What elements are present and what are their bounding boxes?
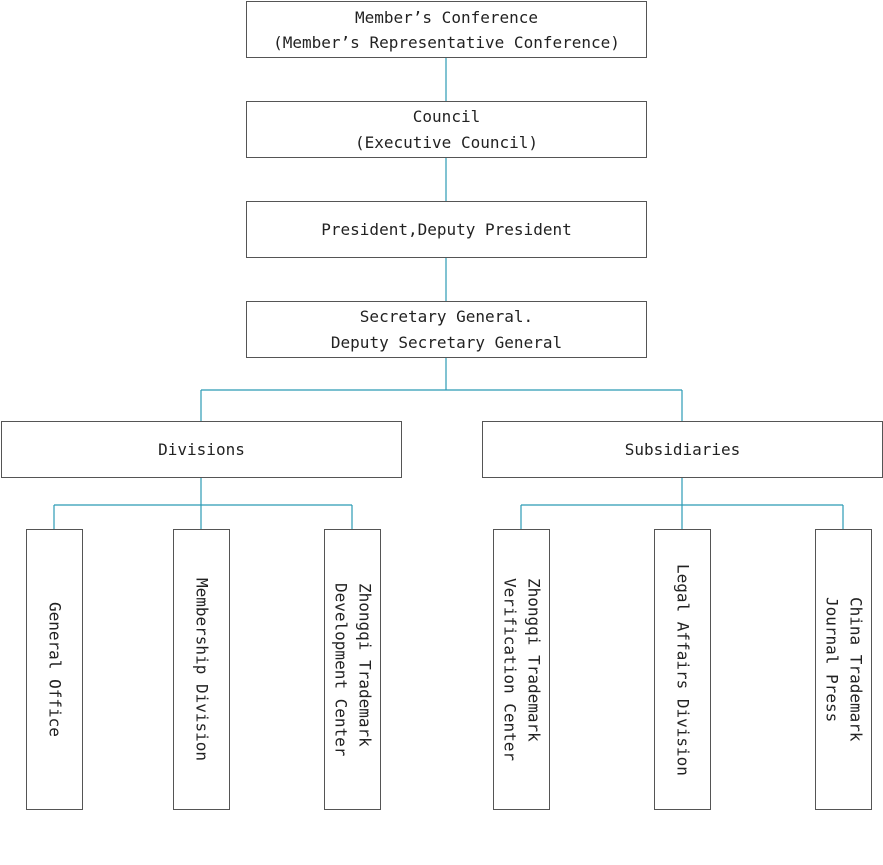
secretary-general-box: Secretary General. Deputy Secretary Gene… (246, 301, 647, 358)
president-box: President,Deputy President (246, 201, 647, 258)
unit-journal-press-line-1: China Trademark (846, 597, 866, 742)
unit-general-office-line-1: General Office (45, 602, 65, 737)
unit-general-office-text: General Office (43, 602, 67, 737)
subsidiaries-label: Subsidiaries (624, 439, 741, 459)
unit-verification-center-line-2: Verification Center (500, 577, 520, 762)
unit-membership-division: Membership Division (173, 529, 230, 810)
unit-general-office: General Office (26, 529, 83, 810)
unit-membership-division-text: Membership Division (190, 578, 214, 761)
council-title: Council (412, 106, 481, 126)
unit-development-center-line-2: Development Center (331, 582, 351, 757)
president-title: President,Deputy President (321, 219, 572, 239)
unit-development-center-text: Zhongqi Trademark Development Center (329, 583, 377, 756)
unit-development-center-line-1: Zhongqi Trademark (355, 582, 375, 747)
secretary-general-title: Secretary General. (359, 306, 534, 326)
divisions-label: Divisions (158, 439, 245, 459)
unit-development-center: Zhongqi Trademark Development Center (324, 529, 381, 810)
members-conference-box: Member’s Conference (Member’s Representa… (246, 1, 647, 58)
council-subtitle: (Executive Council) (354, 132, 539, 152)
secretary-general-subtitle: Deputy Secretary General (330, 332, 563, 352)
members-conference-subtitle: (Member’s Representative Conference) (273, 32, 620, 52)
divisions-box: Divisions (1, 421, 402, 478)
members-conference-title: Member’s Conference (354, 7, 539, 27)
unit-verification-center-text: Zhongqi Trademark Verification Center (498, 578, 546, 761)
unit-journal-press-text: China Trademark Journal Press (820, 597, 868, 742)
council-box: Council (Executive Council) (246, 101, 647, 158)
unit-verification-center-line-1: Zhongqi Trademark (524, 577, 544, 742)
unit-legal-affairs-division-text: Legal Affairs Division (671, 564, 695, 776)
unit-membership-division-line-1: Membership Division (192, 577, 212, 762)
unit-legal-affairs-division: Legal Affairs Division (654, 529, 711, 810)
unit-verification-center: Zhongqi Trademark Verification Center (493, 529, 550, 810)
subsidiaries-box: Subsidiaries (482, 421, 883, 478)
unit-journal-press-line-2: Journal Press (822, 597, 842, 723)
unit-journal-press: China Trademark Journal Press (815, 529, 872, 810)
unit-legal-affairs-division-line-1: Legal Affairs Division (673, 563, 693, 776)
